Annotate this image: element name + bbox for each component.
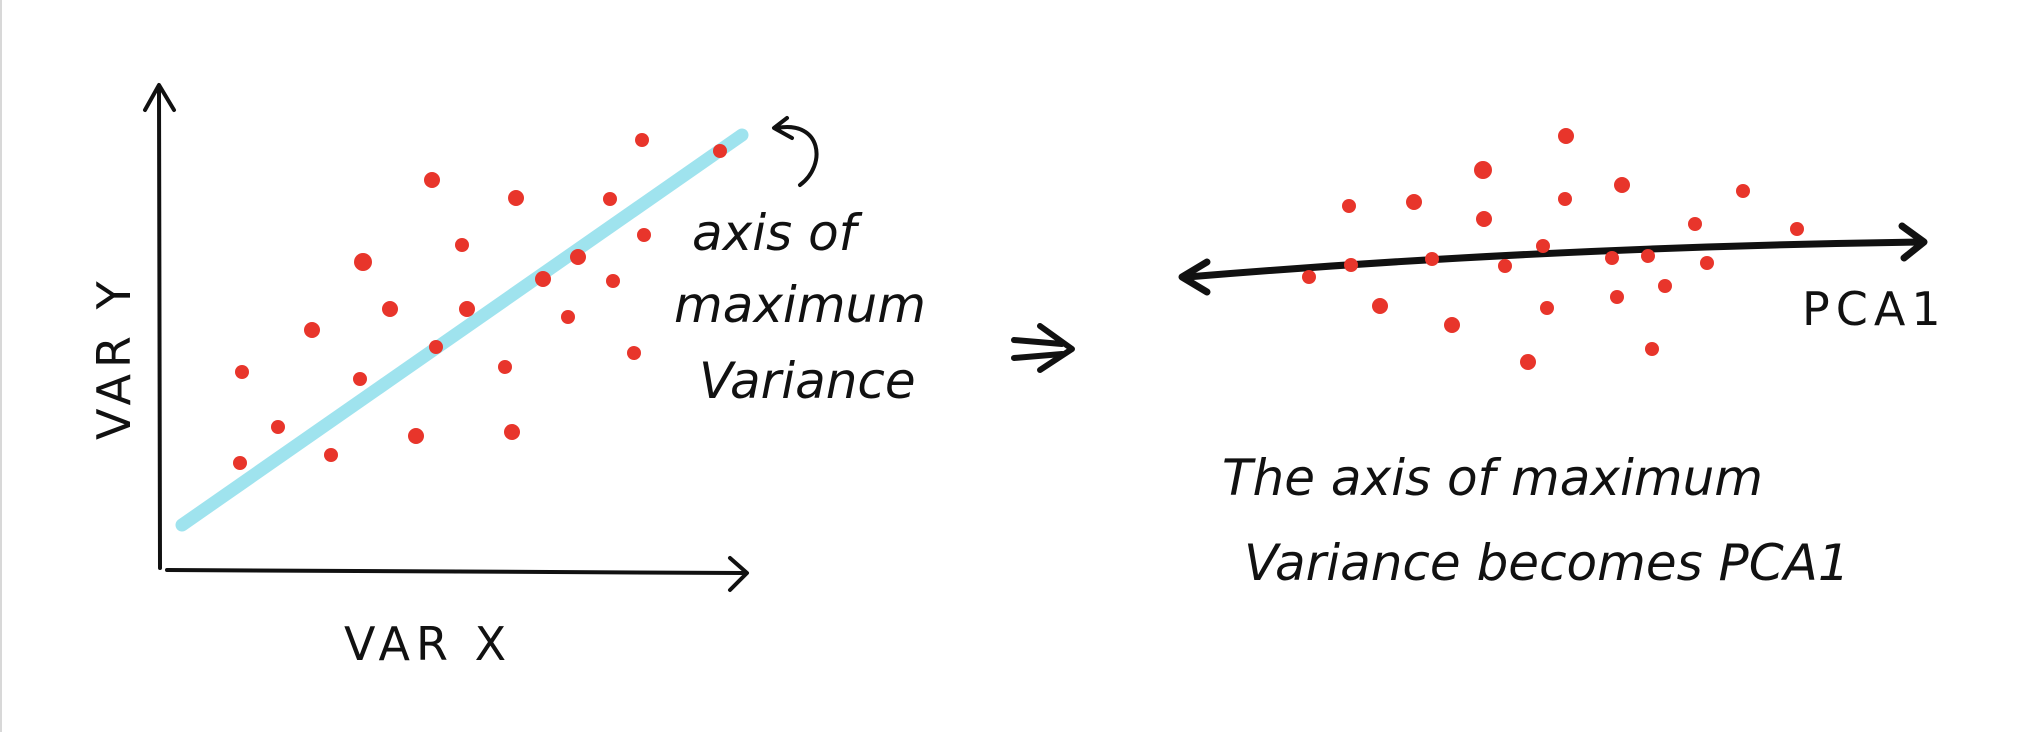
data-point	[498, 360, 512, 374]
right-projection-plot: PCA1 The axis of maximum Variance become…	[1178, 128, 1947, 592]
fit-line-label-3: Variance	[699, 352, 916, 410]
data-point	[508, 190, 524, 206]
x-axis-line	[165, 568, 744, 575]
double-arrow-head	[1037, 323, 1075, 373]
data-point	[235, 365, 249, 379]
double-arrow-line-bottom	[1011, 351, 1065, 361]
data-point	[1614, 177, 1630, 193]
data-point	[713, 144, 727, 158]
y-axis-line	[157, 88, 162, 570]
data-point	[606, 274, 620, 288]
caption-line-2: Variance becomes PCA1	[1244, 534, 1850, 592]
left-scatter-plot: axis of maximum Variance VAR Y VAR X	[87, 83, 926, 671]
data-point	[1425, 252, 1439, 266]
data-point	[1372, 298, 1388, 314]
x-axis-label: VAR X	[344, 617, 512, 671]
data-point	[635, 133, 649, 147]
pca1-right-arrowhead	[1898, 222, 1928, 262]
data-point	[354, 253, 372, 271]
data-point	[1476, 211, 1492, 227]
data-point	[570, 249, 586, 265]
data-point	[1605, 251, 1619, 265]
data-point	[324, 448, 338, 462]
data-point	[1736, 184, 1750, 198]
data-point	[504, 424, 520, 440]
data-point	[1342, 199, 1356, 213]
y-axis-label: VAR Y	[87, 275, 141, 440]
fit-line-label-1: axis of	[692, 204, 863, 262]
caption-line-1: The axis of maximum	[1222, 449, 1763, 507]
data-point	[1302, 270, 1316, 284]
data-point	[1645, 342, 1659, 356]
data-point	[1474, 161, 1492, 179]
left-data-points	[233, 133, 727, 470]
data-point	[627, 346, 641, 360]
data-point	[1658, 279, 1672, 293]
curved-pointer-arrow	[775, 125, 819, 187]
data-point	[1558, 128, 1574, 144]
right-data-points	[1302, 128, 1804, 370]
data-point	[1641, 249, 1655, 263]
data-point	[424, 172, 440, 188]
data-point	[1610, 290, 1624, 304]
data-point	[1790, 222, 1804, 236]
data-point	[1520, 354, 1536, 370]
data-point	[382, 301, 398, 317]
data-point	[603, 192, 617, 206]
curved-pointer-arrowhead	[772, 116, 794, 140]
double-arrow-line-top	[1011, 337, 1065, 347]
data-point	[408, 428, 424, 444]
fit-line-label-2: maximum	[674, 276, 926, 334]
data-point	[1540, 301, 1554, 315]
data-point	[1536, 239, 1550, 253]
data-point	[1344, 258, 1358, 272]
x-axis-arrowhead	[728, 556, 749, 592]
pca1-axis-label: PCA1	[1802, 282, 1947, 336]
data-point	[561, 310, 575, 324]
pca1-axis-line	[1183, 238, 1926, 281]
data-point	[429, 340, 443, 354]
data-point	[353, 372, 367, 386]
data-point	[271, 420, 285, 434]
y-axis-arrowhead	[143, 83, 176, 112]
data-point	[1688, 217, 1702, 231]
data-point	[233, 456, 247, 470]
data-point	[1406, 194, 1422, 210]
data-point	[1558, 192, 1572, 206]
data-point	[304, 322, 320, 338]
pca1-left-arrowhead	[1178, 258, 1211, 296]
data-point	[1700, 256, 1714, 270]
transform-arrow	[1011, 323, 1075, 373]
data-point	[459, 301, 475, 317]
data-point	[455, 238, 469, 252]
data-point	[1498, 259, 1512, 273]
data-point	[1444, 317, 1460, 333]
data-point	[637, 228, 651, 242]
max-variance-line	[175, 128, 749, 532]
data-point	[535, 271, 551, 287]
